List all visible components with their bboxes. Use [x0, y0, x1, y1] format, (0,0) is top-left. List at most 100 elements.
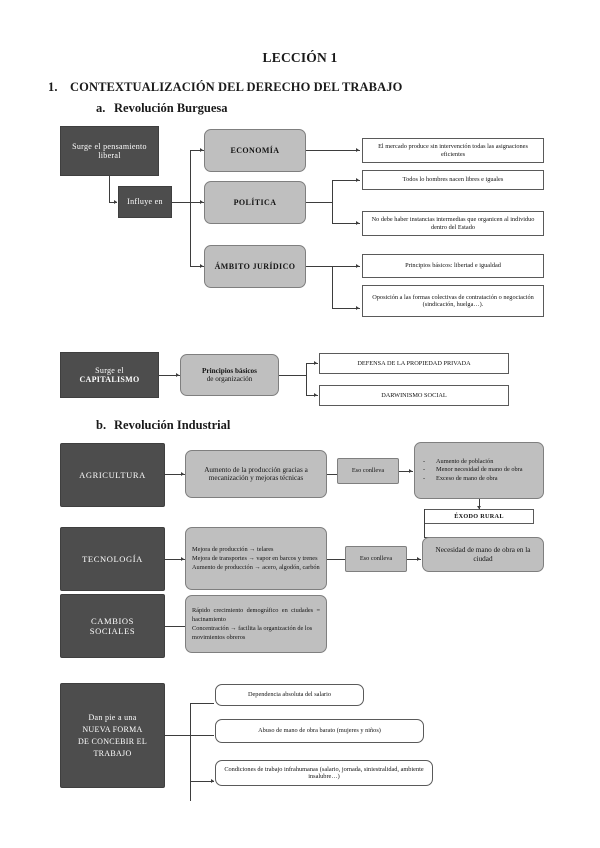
- nueva-forma-line-2: NUEVA FORMA: [82, 724, 143, 734]
- connector-nueva-forma-1: [190, 703, 214, 704]
- connector-capitalismo-right: [159, 375, 180, 376]
- cambios-detail-line-2: Concentración → facilita la organización…: [192, 625, 313, 642]
- connector-cambios-right: [165, 626, 185, 627]
- node-economia-outcome-1-label: El mercado produce sin intervención toda…: [378, 143, 528, 158]
- arrow-to-politica: [200, 199, 203, 204]
- node-influye-en: Influye en: [118, 186, 172, 218]
- node-capitalismo-outcome-1: DEFENSA DE LA PROPIEDAD PRIVADA: [319, 353, 509, 374]
- cambios-detail-line-1: Rápido crecimiento demográfico en ciudad…: [192, 606, 320, 623]
- connector-tecnologia-right: [165, 559, 185, 560]
- connector-nueva-forma-3: [190, 781, 214, 782]
- connector-nueva-forma-right: [165, 735, 190, 736]
- connector-link-result-1: [399, 471, 413, 472]
- connector-economia-out: [306, 150, 360, 151]
- node-cambios-detail-lines: Rápido crecimiento demográfico en ciudad…: [186, 606, 326, 643]
- connector-agricultura-right: [165, 474, 185, 475]
- connector-influye-right: [172, 202, 190, 203]
- split-capitalismo: [306, 363, 307, 395]
- connector-trunk-politica: [190, 202, 204, 203]
- node-capitalismo-line1: Surge el: [95, 365, 124, 375]
- node-capitalismo-label: Surge el CAPITALISMO: [61, 366, 158, 385]
- connector-politica-out-2: [332, 223, 360, 224]
- arrow-capitalismo-out-1: [314, 360, 317, 365]
- connector-trunk-economia: [190, 150, 204, 151]
- connector-source-down: [109, 176, 110, 202]
- tecnologia-line-1: Mejora de producción → telares: [192, 545, 274, 553]
- node-tecnologia-link: Eso conlleva: [345, 546, 407, 572]
- connector-result-down: [479, 499, 480, 509]
- node-pensamiento-liberal: Surge el pensamiento liberal: [60, 126, 159, 176]
- tecnologia-line-3: Aumento de producción → acero, algodón, …: [192, 564, 320, 572]
- nueva-forma-line-3: DE CONCEBIR EL: [77, 736, 148, 746]
- arrow-to-result-1: [409, 468, 412, 473]
- node-nueva-forma: Dan pie a una NUEVA FORMA DE CONCEBIR EL…: [60, 683, 165, 788]
- node-economia-label: ECONOMÍA: [230, 145, 280, 155]
- node-cambios-sociales-label: CAMBIOS SOCIALES: [61, 616, 164, 636]
- subsection-b-title: Revolución Industrial: [114, 418, 231, 432]
- node-tecnologia-result: Necesidad de mano de obra en la ciudad: [422, 537, 544, 572]
- node-cambios-detail: Rápido crecimiento demográfico en ciudad…: [185, 595, 327, 653]
- node-principios-basicos-label: Principios básicos de organización: [181, 367, 278, 384]
- node-agricultura: AGRICULTURA: [60, 443, 165, 507]
- node-politica-outcome-1: Todos lo hombres nacen libres e iguales: [362, 170, 544, 190]
- connector-link-result-2: [407, 559, 421, 560]
- node-agricultura-link: Eso conlleva: [337, 458, 399, 484]
- arrow-to-result-2: [417, 556, 420, 561]
- bullet-2: Menor necesidad de mano de obra: [436, 466, 523, 474]
- connector-capitalismo-out-1: [306, 363, 318, 364]
- arrow-to-principios: [176, 372, 179, 377]
- node-capitalismo-outcome-2: DARWINISMO SOCIAL: [319, 385, 509, 406]
- connector-capitalismo-out-2: [306, 395, 318, 396]
- node-tecnologia-label: TECNOLOGÍA: [82, 553, 143, 564]
- node-ambito-outcome-1-label: Principios básicos: libertad e igualdad: [405, 262, 501, 270]
- section-heading: 1.CONTEXTUALIZACIÓN DEL DERECHO DEL TRAB…: [48, 80, 402, 95]
- arrow-to-ambito: [200, 263, 203, 268]
- node-consecuencia-3: Condiciones de trabajo infrahumanas (sal…: [215, 760, 433, 786]
- node-principios-line1: Principios básicos: [202, 366, 257, 375]
- arrow-capitalismo-out-2: [314, 392, 317, 397]
- nueva-forma-line-4: TRABAJO: [93, 748, 132, 758]
- node-politica-outcome-2: No debe haber instancias intermedias que…: [362, 211, 544, 236]
- arrow-politica-out-2: [356, 220, 359, 225]
- section-number: 1.: [48, 80, 58, 94]
- node-capitalismo-line2: CAPITALISMO: [79, 375, 140, 384]
- node-tecnologia-detail-lines: Mejora de producción → telares Mejora de…: [186, 545, 326, 572]
- node-capitalismo-outcome-1-label: DEFENSA DE LA PROPIEDAD PRIVADA: [357, 359, 471, 367]
- page-title: LECCIÓN 1: [262, 50, 338, 65]
- trunk-nueva-forma: [190, 703, 191, 801]
- connector-politica-out-1: [332, 180, 360, 181]
- connector-tecnologia-detail-link: [327, 559, 345, 560]
- arrow-politica-out-1: [356, 177, 359, 182]
- arrow-to-influye: [114, 199, 117, 204]
- node-ambito-outcome-2: Oposición a las formas colectivas de con…: [362, 285, 544, 317]
- connector-trunk-ambito: [190, 266, 204, 267]
- node-principios-line2: de organización: [206, 375, 253, 383]
- node-agricultura-detail: Aumento de la producción gracias a mecan…: [185, 450, 327, 498]
- connector-principios-out: [279, 375, 306, 376]
- node-principios-basicos: Principios básicos de organización: [180, 354, 279, 396]
- connector-agricultura-detail-link: [327, 474, 337, 475]
- arrow-economia-out: [356, 147, 359, 152]
- connector-nueva-forma-2: [190, 735, 214, 736]
- node-exodo-rural-label: ÉXODO RURAL: [454, 512, 504, 520]
- node-economia: ECONOMÍA: [204, 129, 306, 172]
- arrow-ambito-out-2: [356, 305, 359, 310]
- node-ambito-juridico-label: ÁMBITO JURÍDICO: [214, 261, 296, 271]
- node-tecnologia-detail: Mejora de producción → telares Mejora de…: [185, 527, 327, 590]
- node-tecnologia-link-label: Eso conlleva: [359, 555, 393, 563]
- node-pensamiento-liberal-label: Surge el pensamiento liberal: [72, 141, 147, 160]
- connector-ambito-out-1: [332, 266, 360, 267]
- node-consecuencia-2-label: Abuso de mano de obra barato (mujeres y …: [258, 727, 381, 735]
- node-ambito-juridico: ÁMBITO JURÍDICO: [204, 245, 306, 288]
- connector-ambito-out-2: [332, 308, 360, 309]
- subsection-a-marker: a.: [96, 101, 106, 115]
- node-consecuencia-3-label: Condiciones de trabajo infrahumanas (sal…: [224, 765, 424, 780]
- connector-exodo-left-down: [424, 509, 425, 537]
- node-tecnologia: TECNOLOGÍA: [60, 527, 165, 591]
- node-nueva-forma-label: Dan pie a una NUEVA FORMA DE CONCEBIR EL…: [61, 712, 164, 760]
- node-politica-outcome-1-label: Todos lo hombres nacen libres e iguales: [402, 176, 504, 184]
- arrow-ambito-out-1: [356, 263, 359, 268]
- subsection-heading-a: a.Revolución Burguesa: [96, 101, 228, 116]
- node-politica-label: POLÍTICA: [233, 197, 277, 207]
